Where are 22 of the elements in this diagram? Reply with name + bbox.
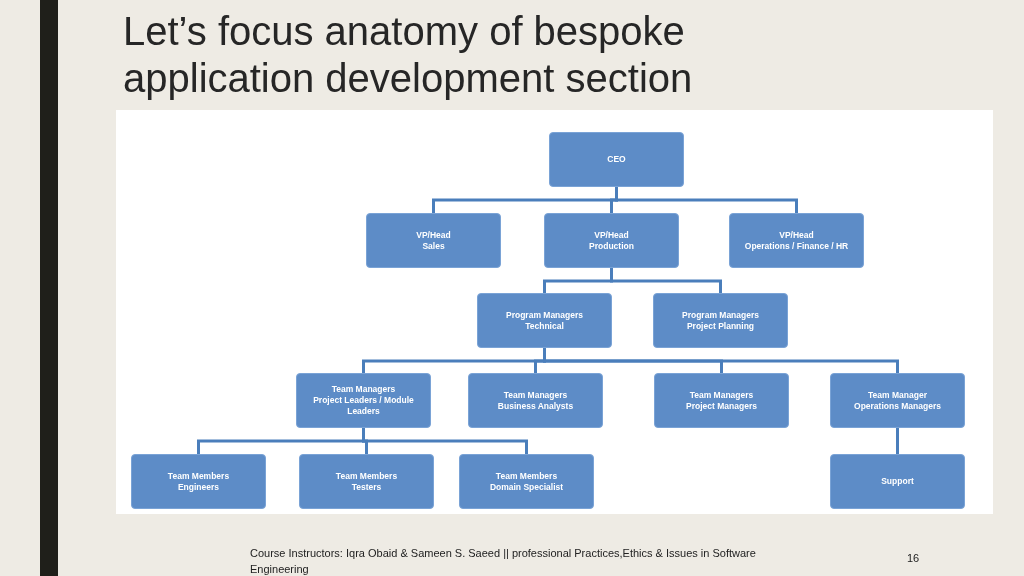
org-chart-box: Support	[830, 454, 965, 509]
org-chart-box: Team Members Engineers	[131, 454, 266, 509]
connector-line	[543, 348, 899, 373]
connector-line	[362, 428, 528, 454]
org-chart-box: Team Manager Operations Managers	[830, 373, 965, 428]
connector-line	[896, 428, 899, 454]
org-chart-box: Team Members Domain Specialist	[459, 454, 594, 509]
org-chart-box: VP/Head Operations / Finance / HR	[729, 213, 864, 268]
org-chart-box: Team Managers Project Leaders / Module Leaders	[296, 373, 431, 428]
org-chart-box: Team Members Testers	[299, 454, 434, 509]
org-chart-box: VP/Head Sales	[366, 213, 501, 268]
org-chart-box: Team Managers Business Analysts	[468, 373, 603, 428]
slide-title: Let’s focus anatomy of bespoke application development section	[123, 8, 694, 102]
org-chart-box: CEO	[549, 132, 684, 187]
connector-line	[610, 268, 722, 293]
org-chart-box: Program Managers Project Planning	[653, 293, 788, 348]
footer-text: Course Instructors: Iqra Obaid & Sameen S. Saeed || professional Practices,Ethics & Issues in Software Engineering	[250, 546, 757, 576]
org-chart-box: Team Managers Project Managers	[654, 373, 789, 428]
org-chart-box: VP/Head Production	[544, 213, 679, 268]
connector-line	[615, 187, 798, 213]
org-chart-box: Program Managers Technical	[477, 293, 612, 348]
page-number: 16	[907, 552, 920, 564]
